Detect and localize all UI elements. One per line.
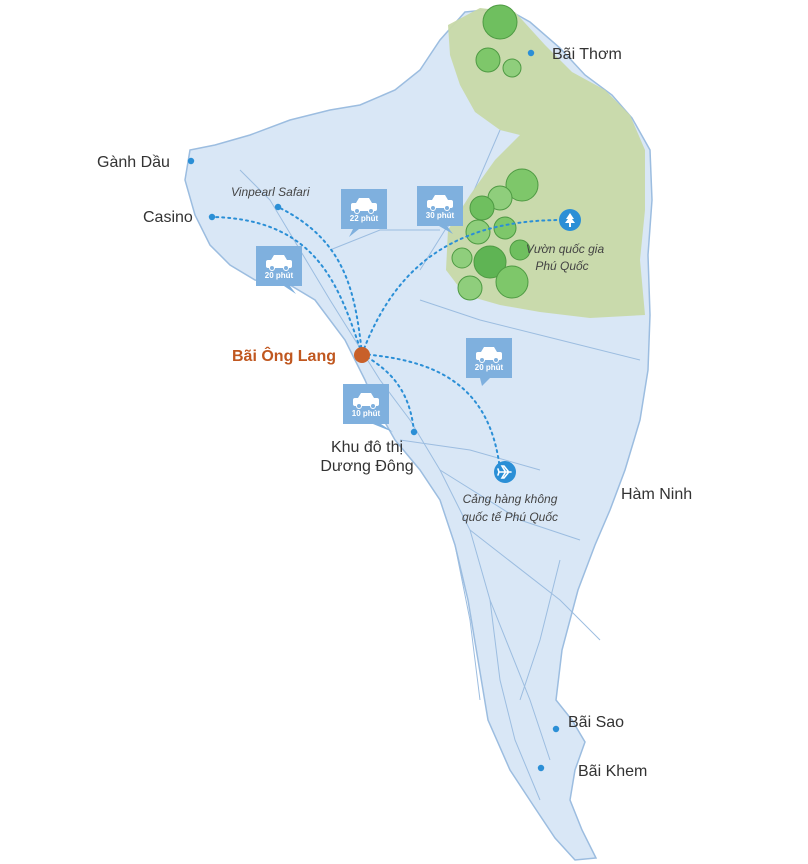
time-park: 30 phút — [426, 211, 455, 220]
dot-vinpearl[interactable] — [274, 203, 282, 211]
time-badge-duong-dong: 10 phút — [343, 384, 393, 432]
route-airport — [361, 353, 501, 471]
label-vinpearl: Vinpearl Safari — [231, 185, 310, 199]
dot-bai-sao[interactable] — [552, 725, 560, 733]
car-icon — [353, 393, 379, 409]
label-phu-quoc-park: Phú Quốc — [535, 259, 588, 273]
label-airport-1: Cảng hàng không — [463, 492, 558, 506]
label-ham-ninh: Hàm Ninh — [621, 486, 692, 503]
route-casino — [213, 216, 363, 355]
time-badge-airport: 20 phút — [466, 338, 512, 386]
location-dots — [187, 49, 560, 772]
dot-bai-thom[interactable] — [527, 49, 535, 57]
label-ganh-dau: Gành Dầu — [97, 154, 170, 171]
dot-bai-khem[interactable] — [537, 764, 545, 772]
label-khu-do-thi: Khu đô thị — [331, 439, 403, 456]
label-duong-dong: Dương Đông — [320, 458, 413, 475]
time-airport: 20 phút — [475, 363, 504, 372]
label-casino: Casino — [143, 209, 193, 226]
car-icon — [351, 198, 377, 214]
travel-routes — [213, 206, 563, 471]
car-icon — [427, 195, 453, 211]
dot-duong-dong[interactable] — [410, 428, 418, 436]
label-bai-sao: Bãi Sao — [568, 714, 624, 731]
route-duong-dong — [361, 353, 415, 433]
label-bai-ong-lang: Bãi Ông Lang — [232, 346, 336, 365]
label-bai-khem: Bãi Khem — [578, 763, 647, 780]
national-park-area — [446, 8, 645, 318]
car-icon — [476, 347, 502, 363]
label-bai-thom: Bãi Thơm — [552, 46, 622, 63]
airplane-icon[interactable] — [494, 461, 516, 483]
time-casino: 20 phút — [265, 271, 294, 280]
dot-casino[interactable] — [208, 213, 216, 221]
bai-ong-lang-marker[interactable] — [354, 347, 370, 363]
car-icon — [266, 255, 292, 271]
label-vuon-quoc-gia: Vườn quốc gia — [526, 242, 605, 256]
route-park — [361, 219, 563, 355]
time-badge-casino: 20 phút — [256, 246, 302, 294]
time-badge-vinpearl: 22 phút — [341, 189, 387, 237]
label-airport-2: quốc tế Phú Quốc — [462, 510, 558, 524]
tree-icon[interactable] — [559, 209, 581, 231]
dot-ganh-dau[interactable] — [187, 157, 195, 165]
time-duong-dong: 10 phút — [352, 409, 381, 418]
time-badge-park: 30 phút — [417, 186, 463, 234]
time-vinpearl: 22 phút — [350, 214, 379, 223]
